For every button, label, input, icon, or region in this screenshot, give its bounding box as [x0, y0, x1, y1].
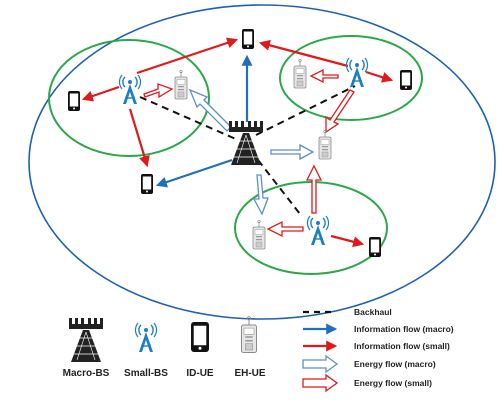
- legend-small-bs-icon: [134, 322, 158, 353]
- backhaul-links: [139, 85, 356, 215]
- legend-energy-macro-label: Energy flow (macro): [354, 359, 436, 369]
- legend-macro-bs-icon: [68, 317, 104, 363]
- legend-small-bs-label: Small-BS: [124, 368, 168, 379]
- legend-id-ue-icon: [191, 322, 209, 352]
- small-bs-icon-bottom: [306, 215, 330, 246]
- energy-flow-macro: [188, 88, 315, 216]
- legend-energy-small-swatch: [302, 373, 339, 393]
- id-ue-phone-icon-bottom: [369, 237, 381, 257]
- legend-macro-bs-label: Macro-BS: [63, 368, 110, 379]
- eh-ue-device-icon-center: [318, 129, 332, 160]
- small-bs-icon-right: [345, 57, 369, 88]
- eh-ue-device-icon-left: [174, 69, 188, 100]
- legend-id-ue-label: ID-UE: [186, 368, 214, 379]
- eh-ue-device-icon-right: [293, 58, 307, 89]
- id-ue-phone-icon-mid: [141, 174, 153, 194]
- small-bs-icon-left: [118, 74, 142, 105]
- id-ue-phone-icon-right: [400, 70, 412, 90]
- legend-energy-macro-swatch: [302, 354, 339, 374]
- info-flow-macro: [155, 54, 253, 188]
- eh-ue-device-icon-bottom: [252, 219, 266, 250]
- small-cell-left: [48, 39, 210, 157]
- id-ue-phone-icon-left: [68, 91, 80, 111]
- energy-flow-small: [143, 68, 355, 238]
- legend-eh-ue-label: EH-UE: [234, 368, 265, 379]
- legend-info-small-label: Information flow (small): [354, 341, 450, 351]
- macro-bs-icon: [228, 120, 264, 166]
- id-ue-phone-icon-top: [242, 29, 254, 49]
- small-cell-right: [279, 35, 423, 121]
- small-cell-bottom: [234, 181, 388, 275]
- legend-backhaul-label: Backhaul: [354, 307, 392, 317]
- legend-eh-ue-icon: [240, 316, 258, 354]
- flow-legend: Backhaul Information flow (macro) Inform…: [302, 307, 454, 393]
- legend-energy-small-label: Energy flow (small): [354, 378, 432, 388]
- info-flow-small: [81, 37, 394, 248]
- macro-cell-boundary: [28, 4, 496, 320]
- legend-info-macro-label: Information flow (macro): [354, 324, 454, 334]
